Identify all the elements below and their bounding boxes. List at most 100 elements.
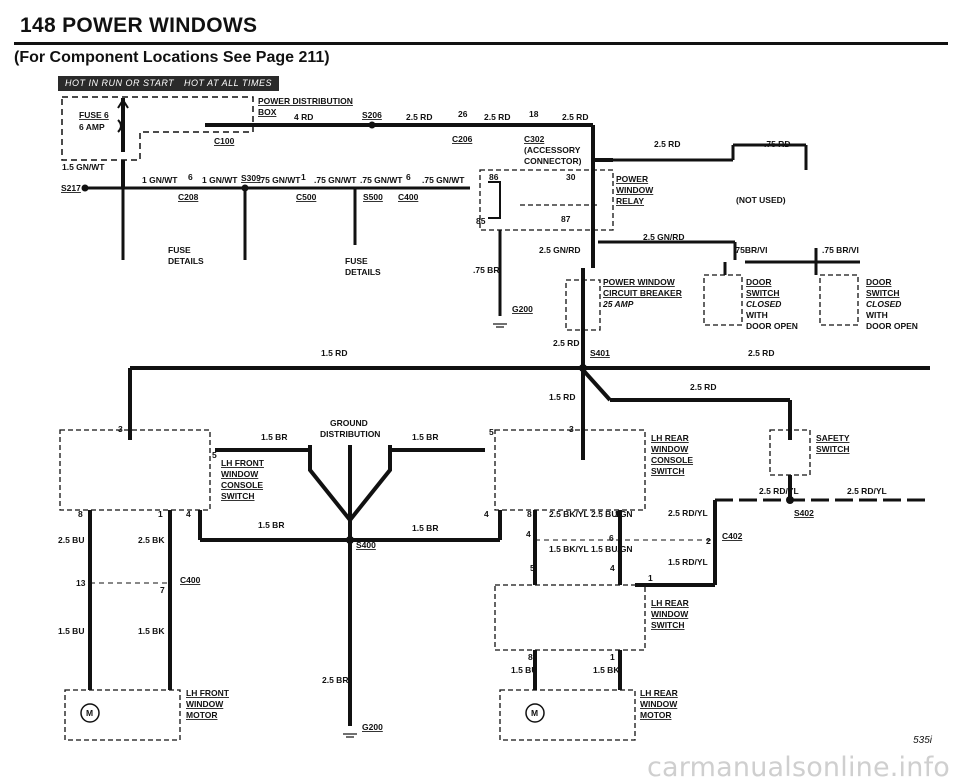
label-s309: S309: [241, 173, 261, 183]
label-pin8a: 8: [78, 509, 83, 519]
label-75br: .75 BR: [473, 265, 499, 275]
label-lrc1: LH REAR: [651, 433, 689, 443]
label-ds5-b: DOOR OPEN: [866, 321, 918, 331]
lh-rear-motor-symbol: [525, 703, 545, 723]
label-lrs3: SWITCH: [651, 620, 685, 630]
label-lfc1: LH FRONT: [221, 458, 265, 468]
label-ds4-b: WITH: [866, 310, 888, 320]
lh-rear-switch-box: [494, 584, 646, 651]
label-ds3-a: CLOSED: [746, 299, 781, 309]
label-25rdyl-c: 2.5 RD/YL: [668, 508, 708, 518]
label-25bk: 2.5 BK: [138, 535, 165, 545]
label-acc1: (ACCESSORY: [524, 145, 581, 155]
label-25bkyl: 2.5 BK/YL: [549, 509, 589, 519]
label-75gnwt-b: .75 GN/WT: [314, 175, 357, 185]
label-ds1-a: DOOR: [746, 277, 772, 287]
label-pin3a: 3: [118, 424, 123, 434]
label-pin4c: 4: [526, 529, 531, 539]
label-75brvi-a: .75BR/VI: [733, 245, 768, 255]
watermark: carmanualsonline.info: [647, 752, 950, 783]
label-75gnwt-c: .75 GN/WT: [360, 175, 403, 185]
lh-rear-motor-box: [499, 689, 636, 741]
label-pin4d: 4: [610, 563, 615, 573]
label-15br-b: 1.5 BR: [412, 432, 438, 442]
label-15br-a: 1.5 BR: [261, 432, 287, 442]
label-25br: 2.5 BR: [322, 675, 348, 685]
label-pin5b: 5: [489, 427, 494, 437]
label-25rd-c: 2.5 RD: [562, 112, 588, 122]
label-pin1c: 1: [615, 509, 620, 519]
label-25gnrd-a: 2.5 GN/RD: [539, 245, 581, 255]
label-lrm3: MOTOR: [640, 710, 671, 720]
label-pin4b: 4: [484, 509, 489, 519]
label-s401: S401: [590, 348, 610, 358]
label-25bu: 2.5 BU: [58, 535, 84, 545]
label-pin4a: 4: [186, 509, 191, 519]
label-acc2: CONNECTOR): [524, 156, 582, 166]
power-window-relay: [479, 169, 614, 231]
label-pin86: 86: [489, 172, 499, 182]
title-rule: [14, 42, 948, 45]
label-ds3-b: CLOSED: [866, 299, 901, 309]
door-switch-box-1: [703, 274, 743, 326]
label-pin8c: 8: [528, 652, 533, 662]
label-15bkyl: 1.5 BK/YL: [549, 544, 589, 554]
label-15rd-b: 1.5 RD: [549, 392, 575, 402]
safety-switch-box: [769, 429, 811, 476]
label-cb2: CIRCUIT BREAKER: [603, 288, 682, 298]
splices: [81, 121, 794, 544]
label-c208: C208: [178, 192, 199, 202]
legend-badge-all-times: HOT AT ALL TIMES: [177, 76, 280, 91]
label-pin1b: 1: [158, 509, 163, 519]
label-lrc3: CONSOLE: [651, 455, 693, 465]
label-fuse-details-1: FUSE: [168, 245, 191, 255]
label-15bu-a: 1.5 BU: [58, 626, 84, 636]
label-75gnwt-a: .75 GN/WT: [258, 175, 301, 185]
label-ds2-a: SWITCH: [746, 288, 780, 298]
label-s206: S206: [362, 110, 382, 120]
label-pin85: 85: [476, 216, 486, 226]
label-s402: S402: [794, 508, 814, 518]
label-pin13: 13: [76, 578, 86, 588]
label-25rd-b: 2.5 RD: [484, 112, 510, 122]
label-15br-d: 1.5 BR: [412, 523, 438, 533]
label-pin6b: 6: [406, 172, 411, 182]
label-15br-c: 1.5 BR: [258, 520, 284, 530]
label-lrs2: WINDOW: [651, 609, 689, 619]
label-relay1: POWER: [616, 174, 648, 184]
label-25rd-g: 2.5 RD: [690, 382, 716, 392]
power-distribution-box: [61, 96, 254, 161]
label-fuse-details-2: DETAILS: [168, 256, 204, 266]
label-1gnwt-a: 1 GN/WT: [142, 175, 178, 185]
label-fuse-details-3: FUSE: [345, 256, 368, 266]
label-ground2: DISTRIBUTION: [320, 429, 380, 439]
label-c402: C402: [722, 531, 743, 541]
label-pin5a: 5: [212, 450, 217, 460]
label-relay2: WINDOW: [616, 185, 654, 195]
label-25rd-a: 2.5 RD: [406, 112, 432, 122]
label-pin30: 30: [566, 172, 576, 182]
label-75rd: .75 RD: [764, 139, 790, 149]
label-15rdyl: 1.5 RD/YL: [668, 557, 708, 567]
label-lrc4: SWITCH: [651, 466, 685, 476]
label-not-used: (NOT USED): [736, 195, 786, 205]
model-code: 535i: [913, 735, 932, 746]
label-c100: C100: [214, 136, 235, 146]
label-g200-top: G200: [512, 304, 533, 314]
label-s400: S400: [356, 540, 376, 550]
label-fuse6: FUSE 6: [79, 110, 109, 120]
label-pin1a: 1: [301, 172, 306, 182]
label-fuse-details-4: DETAILS: [345, 267, 381, 277]
label-ds4-a: WITH: [746, 310, 768, 320]
label-15bu-b: 1.5 BU: [511, 665, 537, 675]
label-c400-bot: C400: [180, 575, 201, 585]
label-s500: S500: [363, 192, 383, 202]
label-lfm2: WINDOW: [186, 699, 224, 709]
lh-front-console-box: [59, 429, 211, 511]
lh-rear-console-box: [494, 429, 646, 511]
circuit-breaker-box: [565, 279, 601, 331]
label-s217: S217: [61, 183, 81, 193]
lh-front-motor-box: [64, 689, 181, 741]
